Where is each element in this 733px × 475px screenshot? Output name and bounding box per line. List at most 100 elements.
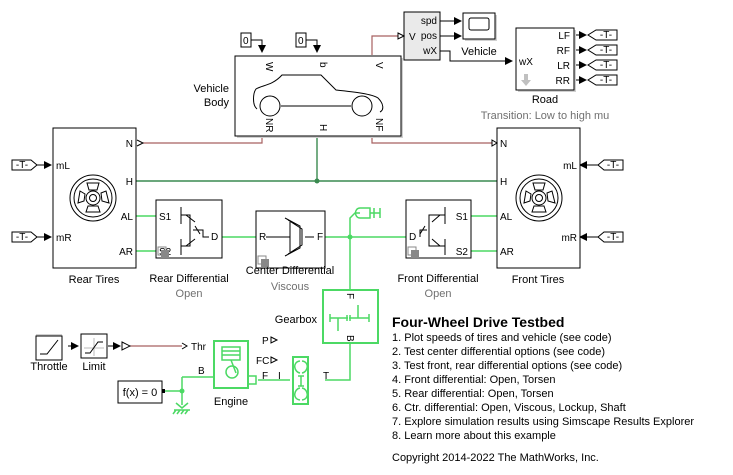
bus-out-spd: spd [421,16,437,27]
line-to-inertia[interactable] [349,212,360,237]
goto-tag-text: -T- [600,75,612,86]
line-gearbox-b-to-tc[interactable] [325,343,351,381]
from-tag-front-mr[interactable]: -T- [597,231,624,243]
rear-differential-label: Rear Differential [149,273,228,285]
bus-in-port: V [409,32,416,43]
from-tag-text: -T- [16,232,28,243]
line-const-b[interactable] [305,39,321,53]
inertia-block[interactable] [354,207,381,219]
ps-converter-icon [121,341,132,351]
differential-icon [419,207,446,255]
goto-tag-text: -T- [600,30,612,41]
copyright-text: Copyright 2014-2022 The MathWorks, Inc. [392,452,599,464]
front-tires-label: Front Tires [512,274,565,286]
goto-tag-lf[interactable]: -T- [587,29,618,41]
constant-w-block[interactable]: 0 [240,32,252,48]
from-tag-rear-ml[interactable]: -T- [11,159,38,171]
annotation-link-5[interactable]: 5. Rear differential: Open, Torsen [392,388,554,400]
annotation-panel: Four-Wheel Drive Testbed 1. Plot speeds … [392,315,694,465]
front-differential-label: Front Differential [397,273,478,285]
limit-label: Limit [82,361,105,373]
bus-selector-block[interactable]: V spd pos wX [397,11,441,61]
port-s2: S2 [456,247,469,258]
center-differential-label: Center Differential [246,265,334,277]
front-tires-block[interactable]: N H AL AR mL mR Front Tires [491,127,581,286]
port-al: AL [121,212,134,223]
goto-tag-rr[interactable]: -T- [587,74,618,86]
bus-out-pos: pos [421,31,437,42]
rear-differential-block[interactable]: S1 S2 D Rear Differential Open [149,199,229,300]
annotation-link-1[interactable]: 1. Plot speeds of tires and vehicle (see… [392,332,612,344]
goto-tag-text: -T- [600,60,612,71]
solver-configuration-block[interactable]: f(x) = 0 [117,380,165,404]
line-const-w[interactable] [250,39,266,53]
goto-tag-text: -T- [600,45,612,56]
constant-b-block[interactable]: 0 [295,32,307,48]
port-ml: mL [563,161,577,172]
port-n: N [126,139,133,150]
port-f: F [344,293,355,299]
vehicle-body-label: Vehicle [194,83,229,95]
annotation-link-4[interactable]: 4. Front differential: Open, Torsen [392,374,556,386]
scope-icon [468,17,490,31]
port-mr: mR [561,233,577,244]
engine-block[interactable]: Thr B F P FC Engine [181,336,279,408]
port-p-arrow [270,336,279,344]
goto-tag-rf[interactable]: -T- [587,44,618,56]
bus-out-wx: wX [422,46,437,57]
limit-block[interactable]: Limit [80,333,108,373]
port-r: R [259,232,266,243]
port-thr: Thr [191,342,207,353]
annotation-link-3[interactable]: 3. Test front, rear differential options… [392,360,623,372]
port-b: B [344,335,355,342]
annotation-link-2[interactable]: 2. Test center differential options (see… [392,346,605,358]
constant-b-value: 0 [298,36,304,47]
port-nf: NF [373,118,384,131]
annotation-link-7[interactable]: 7. Explore simulation results using Sims… [392,416,695,428]
car-icon [253,74,384,117]
road-block[interactable]: wX LF RF LR RR Road Transition: Low to h… [481,27,610,122]
gear-icon [329,305,370,331]
port-s1: S1 [456,212,469,223]
annotation-link-8[interactable]: 8. Learn more about this example [392,430,556,442]
down-arrow-icon [521,74,531,86]
goto-tag-lr[interactable]: -T- [587,59,618,71]
scope-label: Vehicle [461,46,496,58]
front-differential-block[interactable]: D S1 S2 Front Differential Open [397,199,479,300]
from-tag-rear-mr[interactable]: -T- [11,231,38,243]
port-n-arrow [491,139,498,147]
from-tag-front-ml[interactable]: -T- [597,159,624,171]
line-nf-to-front-n[interactable] [371,136,492,144]
from-tag-text: -T- [607,160,619,171]
center-differential-block[interactable]: R F Center Differential Viscous [246,210,334,293]
port-f: F [262,371,268,382]
line-wx[interactable] [440,50,513,65]
port-thr-arrow [181,342,188,350]
port-b: b [317,62,328,68]
port-fc-arrow [270,356,279,364]
port-ar: AR [500,247,514,258]
vehicle-body-block[interactable]: Vehicle Body W b V NR H NF [194,55,403,138]
port-v: V [373,62,384,69]
gearbox-block[interactable]: F B Gearbox [275,289,379,344]
annotation-link-6[interactable]: 6. Ctr. differential: Open, Viscous, Loc… [392,402,626,414]
road-sublabel: Transition: Low to high mu [481,110,610,122]
gearbox-label: Gearbox [275,314,318,326]
line-nr-to-rear-n[interactable] [143,136,263,144]
line-v-to-bus[interactable] [371,35,398,55]
road-out-lf: LF [558,31,570,42]
port-h: H [500,177,507,188]
port-h: H [317,124,328,131]
junction-center [347,234,353,240]
center-differential-variant: Viscous [271,281,310,293]
annotation-title: Four-Wheel Drive Testbed [392,314,565,330]
road-out-lr: LR [557,61,570,72]
rear-tires-label: Rear Tires [69,274,120,286]
port-f: F [317,232,323,243]
torque-converter-block[interactable]: I T [278,356,329,405]
scope-block[interactable]: Vehicle [461,12,497,58]
throttle-block[interactable]: Throttle [30,334,68,373]
road-label: Road [532,94,558,106]
rear-tires-block[interactable]: mL mR N H AL AR Rear Tires [52,127,145,286]
